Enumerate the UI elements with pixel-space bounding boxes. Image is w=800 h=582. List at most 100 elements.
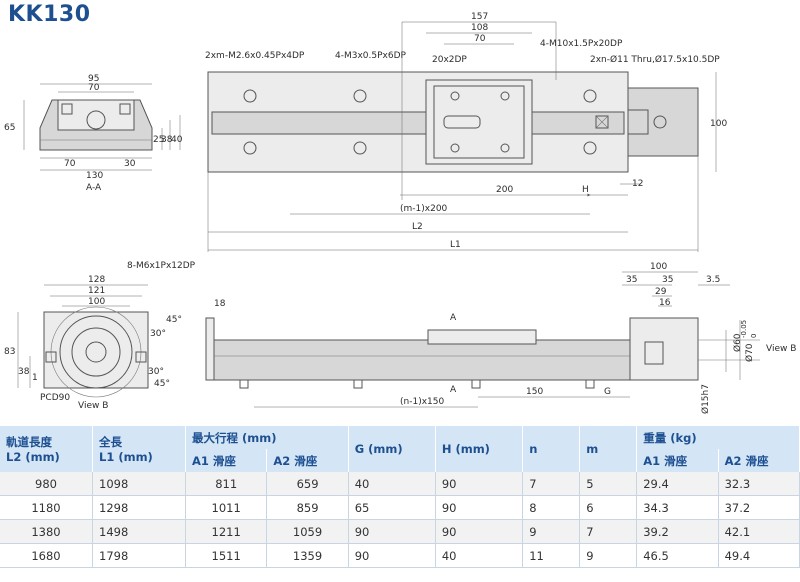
cell-l1: 1498: [92, 519, 186, 544]
cell-g: 65: [348, 495, 436, 520]
side-view: [205, 271, 760, 408]
cell-l2: 1680: [0, 543, 93, 568]
cell-m: 5: [579, 472, 638, 496]
cell-m: 7: [579, 519, 638, 544]
header-l1: 全長 L1 (mm): [92, 426, 186, 472]
cell-l2: 1180: [0, 495, 93, 520]
view-b-arrow-label: View B: [766, 344, 796, 354]
cell-l2: 980: [0, 472, 93, 496]
page-title: KK130: [8, 2, 91, 27]
dim-h: H: [582, 185, 589, 195]
cell-weight-a1: 34.3: [636, 495, 719, 520]
dim-38-left: 38: [18, 367, 30, 377]
dim-83: 83: [4, 347, 15, 357]
dim-m-minus-1-x200: (m-1)x200: [400, 204, 448, 214]
cell-n: 8: [522, 495, 581, 520]
dim-108: 108: [471, 23, 488, 33]
dim-70-bottom: 70: [64, 159, 76, 169]
header-n: n: [522, 426, 581, 472]
cell-weight-a1: 46.5: [636, 543, 719, 568]
section-a-marker-top: A: [450, 313, 457, 323]
dim-3-5: 3.5: [706, 275, 720, 285]
view-b-drawing: [17, 284, 149, 398]
table-row: 1680 1798 1511 1359 90 40 11 9 46.5 49.4: [0, 543, 800, 568]
dim-40: 40: [171, 135, 183, 145]
dim-200: 200: [496, 185, 513, 195]
dim-128: 128: [88, 275, 105, 285]
cell-stroke-a2: 1359: [266, 543, 349, 568]
cell-h: 40: [435, 543, 524, 568]
dim-n-minus-1-x150: (n-1)x150: [400, 397, 444, 407]
cell-m: 9: [579, 543, 638, 568]
dim-30-degree-lower: 30°: [148, 367, 164, 377]
section-aa-label: A-A: [86, 183, 102, 193]
cell-weight-a1: 29.4: [636, 472, 719, 496]
cell-g: 90: [348, 519, 436, 544]
header-h: H (mm): [435, 426, 524, 472]
dim-diameter-70-upper-tolerance: -0.05: [740, 320, 748, 338]
top-view: [207, 21, 717, 252]
cell-stroke-a2: 859: [266, 495, 349, 520]
dim-35-right: 35: [662, 275, 673, 285]
dim-130: 130: [86, 171, 103, 181]
dim-38: 38: [161, 135, 173, 145]
dim-18: 18: [214, 299, 226, 309]
cell-weight-a2: 49.4: [718, 543, 800, 568]
dim-diameter-60: Ø60: [732, 333, 743, 352]
cell-stroke-a1: 1511: [185, 543, 268, 568]
hole-callout-2xm: 2xm-M2.6x0.45Px4DP: [205, 51, 305, 61]
cell-g: 40: [348, 472, 436, 496]
cell-m: 6: [579, 495, 638, 520]
header-m: m: [579, 426, 638, 472]
dim-100: 100: [88, 297, 105, 307]
technical-drawing: 95 70 65 25 38 40 70 30 130 A-A: [4, 12, 796, 414]
dim-l2: L2: [412, 222, 423, 232]
spec-table: 軌道長度 L2 (mm) 全長 L1 (mm) 最大行程 (mm) G (mm)…: [0, 426, 800, 568]
dim-157: 157: [471, 12, 488, 22]
view-b-caption: View B: [78, 401, 108, 411]
dim-12: 12: [632, 179, 643, 189]
hole-callout-8m6: 8-M6x1Px12DP: [127, 261, 196, 271]
cell-h: 90: [435, 495, 524, 520]
cell-n: 9: [522, 519, 581, 544]
table-row: 1180 1298 1011 859 65 90 8 6 34.3 37.2: [0, 495, 800, 520]
dim-150: 150: [526, 387, 543, 397]
header-g: G (mm): [348, 426, 436, 472]
cell-weight-a2: 32.3: [718, 472, 800, 496]
dim-diameter-70: Ø70: [744, 343, 755, 362]
table-row: 1380 1498 1211 1059 90 90 9 7 39.2 42.1: [0, 519, 800, 544]
cell-h: 90: [435, 519, 524, 544]
hole-callout-4m10: 4-M10x1.5Px20DP: [540, 39, 623, 49]
dim-70: 70: [474, 34, 486, 44]
section-a-marker-bottom: A: [450, 385, 457, 395]
cell-weight-a2: 42.1: [718, 519, 800, 544]
dim-25: 25: [153, 135, 164, 145]
dim-95: 95: [88, 74, 99, 84]
dim-29: 29: [655, 287, 667, 297]
cell-l2: 1380: [0, 519, 93, 544]
header-l2: 軌道長度 L2 (mm): [0, 426, 93, 472]
cell-n: 11: [522, 543, 581, 568]
hole-callout-2xn: 2xn-Ø11 Thru,Ø17.5x10.5DP: [590, 54, 720, 65]
dim-diameter-70-lower-tolerance: 0: [750, 334, 758, 338]
cell-stroke-a1: 1211: [185, 519, 268, 544]
cell-stroke-a1: 1011: [185, 495, 268, 520]
dim-30-degree-upper: 30°: [150, 329, 166, 339]
hole-callout-4m3: 4-M3x0.5Px6DP: [335, 51, 407, 61]
dim-g: G: [604, 387, 611, 397]
cell-l1: 1098: [92, 472, 186, 496]
dim-30: 30: [124, 159, 136, 169]
header-max-stroke: 最大行程 (mm): [185, 426, 349, 449]
dim-70-top: 70: [88, 83, 100, 93]
pcd-label: PCD90: [40, 393, 70, 403]
dim-16: 16: [659, 298, 671, 308]
header-weight: 重量 (kg): [636, 426, 800, 449]
header-weight-a2: A2 滑座: [718, 449, 800, 472]
cell-stroke-a1: 811: [185, 472, 268, 496]
cell-g: 90: [348, 543, 436, 568]
dim-45-degree-lower: 45°: [154, 379, 170, 389]
header-stroke-a2: A2 滑座: [266, 449, 349, 472]
dim-100-right: 100: [650, 262, 667, 272]
spec-table-header-row-2: A1 滑座 A2 滑座 A1 滑座 A2 滑座: [0, 449, 800, 472]
dim-45-degree-upper: 45°: [166, 315, 182, 325]
